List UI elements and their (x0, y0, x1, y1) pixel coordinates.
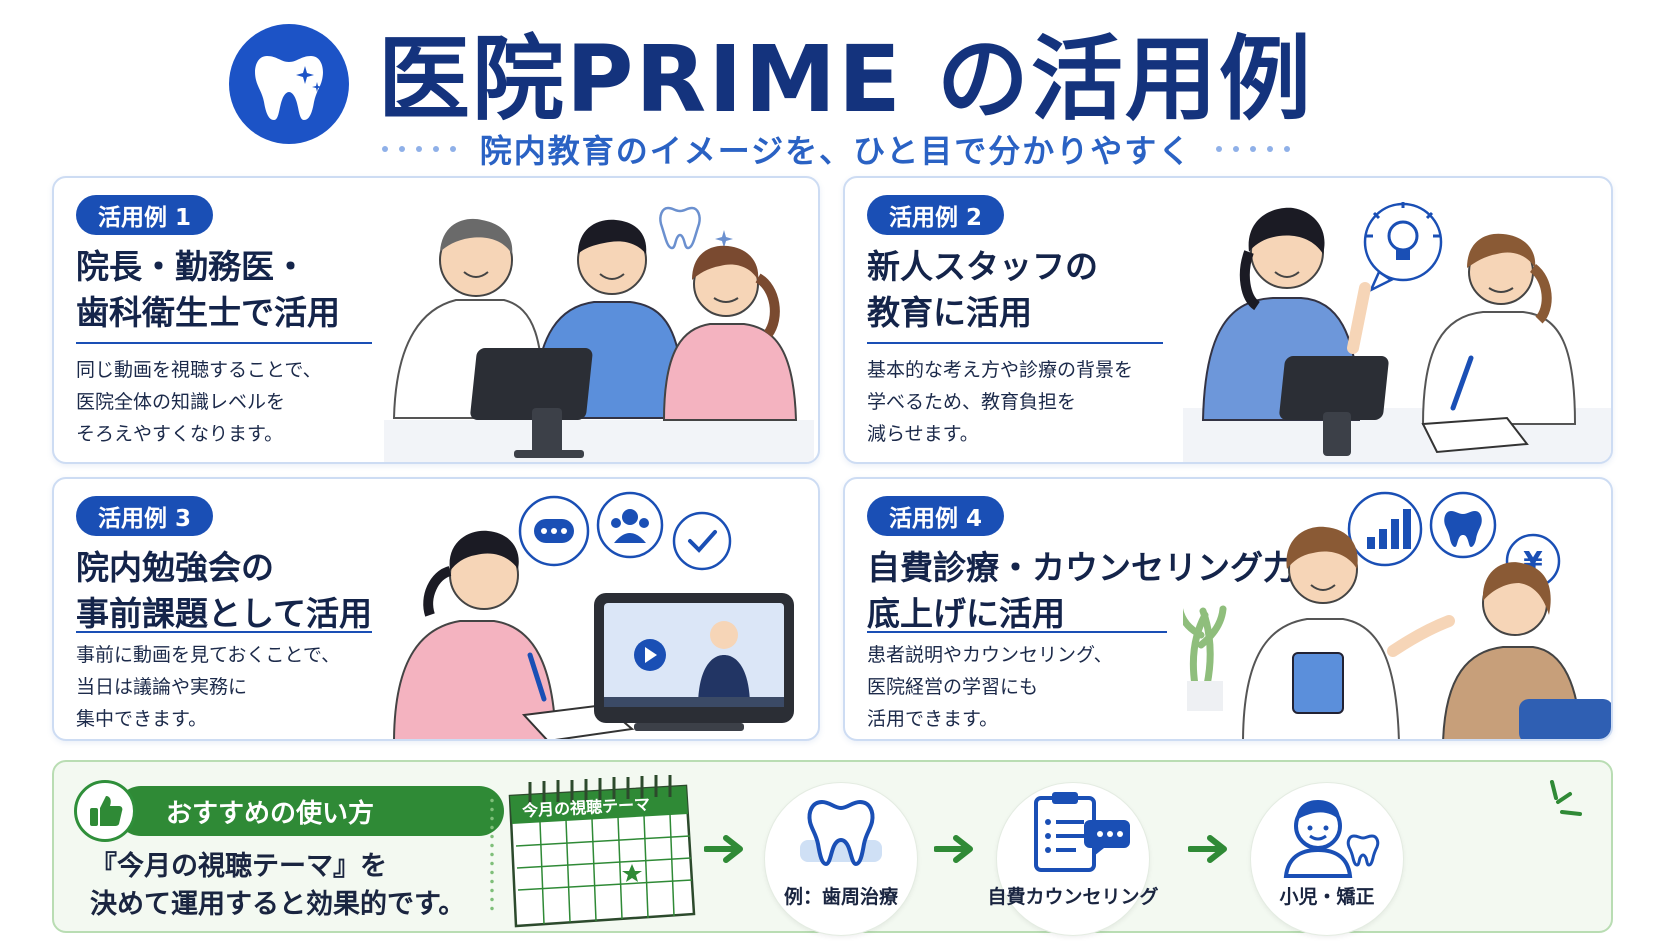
staff-watching-video-illustration (393, 491, 794, 739)
accent-marks-decoration (1550, 780, 1582, 816)
case-badge: 活用例 2 (867, 195, 1005, 235)
tooth-sparkle-icon (255, 56, 323, 120)
child-tooth-icon (1283, 800, 1380, 878)
trainer-with-new-staff-illustration (1183, 202, 1611, 462)
counseling-patient-illustration: ¥ (1183, 491, 1611, 739)
step-label: 例：歯周治療 (783, 886, 898, 908)
case-description: 事前に動画を見ておくことで、当日は議論や実務に集中できます。 (76, 644, 341, 730)
thumbs-up-badge (74, 780, 136, 842)
case-card-3: 活用例 3 院内勉強会の事前課題として活用 事前に動画を見ておくことで、当日は議… (52, 477, 820, 741)
case-description: 基本的な考え方や診療の背景を学べるため、教育負担を減らせます。 (867, 359, 1134, 445)
decor-dots-left (381, 146, 456, 152)
clipboard-chat-icon (1034, 792, 1130, 872)
divider (76, 631, 372, 633)
case-title: 新人スタッフの教育に活用 (867, 247, 1098, 332)
page-title: 医院PRIME の活用例 (378, 26, 1313, 133)
recommend-panel: おすすめの使い方 『今月の視聴テーマ』を決めて運用すると効果的です。 今月の視聴… (52, 760, 1613, 936)
case-card-1: 活用例 1 院長・勤務医・歯科衛生士で活用 同じ動画を視聴することで、医院全体の… (52, 176, 820, 464)
doctors-watching-tablet-illustration (384, 206, 814, 462)
step-label: 自費カウンセリング (987, 886, 1159, 908)
case-badge: 活用例 1 (76, 195, 214, 235)
divider (76, 342, 372, 344)
recommend-text: 『今月の視聴テーマ』を決めて運用すると効果的です。 (90, 851, 466, 920)
step-label: 小児・矯正 (1279, 886, 1375, 908)
tooth-icon (800, 799, 882, 867)
case-badge: 活用例 4 (867, 496, 1005, 536)
dotted-divider (490, 796, 494, 914)
case-title: 院内勉強会の事前課題として活用 (76, 548, 373, 633)
page-subtitle: 院内教育のイメージを、ひと目で分かりやすく (479, 132, 1193, 170)
case-card-2: 活用例 2 新人スタッフの教育に活用 基本的な考え方や診療の背景を学べるため、教… (843, 176, 1613, 464)
arrow-right-icon (934, 835, 973, 863)
thumbs-up-icon (90, 796, 123, 826)
subtitle-row: 院内教育のイメージを、ひと目で分かりやすく (0, 126, 1672, 172)
case-title: 院長・勤務医・歯科衛生士で活用 (76, 247, 340, 332)
logo-badge (229, 24, 349, 144)
recommend-label: おすすめの使い方 (116, 786, 504, 836)
case-description: 患者説明やカウンセリング、医院経営の学習にも活用できます。 (867, 644, 1113, 730)
case-badge: 活用例 3 (76, 496, 214, 536)
arrow-right-icon (704, 835, 743, 863)
case-card-4: 活用例 4 自費診療・カウンセリング力の底上げに活用 患者説明やカウンセリング、… (843, 477, 1613, 741)
arrow-right-icon (1188, 835, 1227, 863)
case-title: 自費診療・カウンセリング力の底上げに活用 (867, 548, 1329, 633)
decor-dots-right (1216, 146, 1291, 152)
calendar-icon (508, 775, 696, 928)
divider (867, 342, 1163, 344)
divider (867, 631, 1167, 633)
case-description: 同じ動画を視聴することで、医院全体の知識レベルをそろえやすくなります。 (76, 359, 322, 445)
